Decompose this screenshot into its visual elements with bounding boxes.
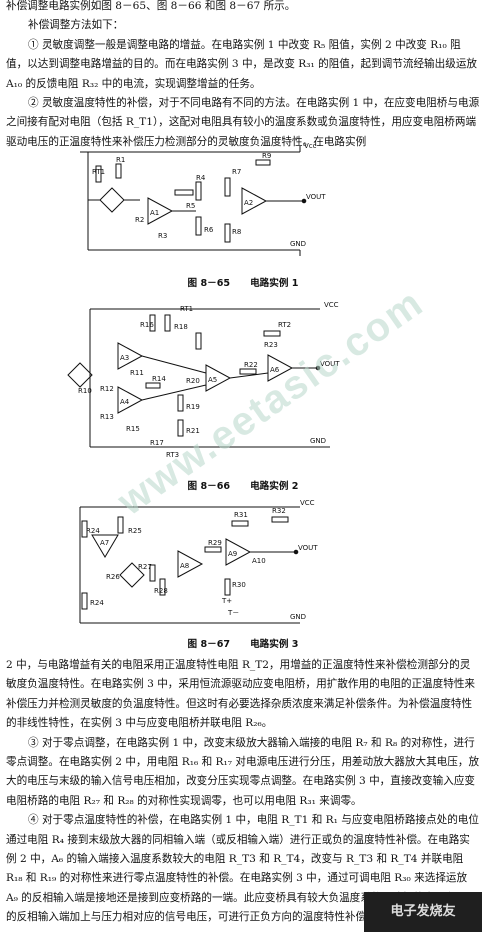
label-vcc: VCC — [324, 301, 339, 309]
label-r24-top: R24 — [86, 527, 100, 535]
label-vout: VOUT — [320, 360, 340, 368]
label-r31: R31 — [234, 511, 248, 519]
circuit-diagram-3: R24 R25 A7 R26 R27 R28 R24 A8 R29 A9 R30… — [79, 499, 318, 624]
figure-number-1: 图 8－65 — [187, 278, 231, 289]
label-r24: R24 — [90, 599, 104, 607]
label-t-minus: T－ — [227, 609, 239, 617]
intro-line-1: 补偿调整电路实例如图 8－65、图 8－66 和图 8－67 所示。 — [6, 0, 296, 12]
label-r21: R21 — [186, 427, 200, 435]
label-a6: A6 — [270, 366, 280, 374]
circuit-diagram-2: RT1 R16 R18 RT2 R23 A3 R11 R10 R12 A4 R1… — [67, 301, 340, 459]
figure-caption-2: 图 8－66 电路实例 2 — [0, 478, 486, 492]
label-a10: A10 — [252, 557, 266, 565]
label-r7: R7 — [232, 168, 241, 176]
paragraph-zero-adjustment: ③ 对于零点调整，在电路实例 1 中，改变末级放大器输入端接的电阻 R₇ 和 R… — [6, 736, 480, 807]
label-gnd: GND — [310, 437, 326, 445]
label-gnd: GND — [290, 613, 306, 621]
label-r3: R3 — [158, 232, 167, 240]
label-vout: VOUT — [306, 193, 326, 201]
label-r22: R22 — [244, 361, 258, 369]
figure-title-3: 电路实例 3 — [250, 639, 299, 650]
label-rt1: RT1 — [180, 305, 193, 313]
label-a4: A4 — [120, 398, 130, 406]
label-rt3: RT3 — [166, 451, 179, 459]
label-r6: R6 — [204, 226, 214, 234]
label-r11: R11 — [130, 369, 144, 377]
label-r15: R15 — [126, 425, 140, 433]
label-r1: R1 — [116, 156, 125, 164]
label-a9: A9 — [228, 550, 237, 558]
figure-title-2: 电路实例 2 — [250, 481, 299, 492]
label-rt1: RT1 — [92, 168, 105, 176]
intro-block: 补偿调整电路实例如图 8－65、图 8－66 和图 8－67 所示。 补偿调整方… — [6, 0, 480, 152]
label-r9: R9 — [262, 152, 271, 160]
intro-line-2: 补偿调整方法如下： — [28, 19, 124, 32]
label-r28: R28 — [154, 587, 168, 595]
label-r17: R17 — [150, 439, 164, 447]
label-r8: R8 — [232, 228, 241, 236]
label-r23: R23 — [264, 341, 278, 349]
label-r27: R27 — [138, 563, 152, 571]
paragraph-sensitivity-adjustment: ① 灵敏度调整一般是调整电路的增益。在电路实例 1 中改变 R₅ 阻值，实例 2… — [6, 38, 478, 90]
label-r5: R5 — [186, 202, 195, 210]
figure-caption-3: 图 8－67 电路实例 3 — [0, 636, 486, 650]
paragraph-sensitivity-temperature-cont: 2 中，与电路增益有关的电阻采用正温度特性电阻 R_T2，用增益的正温度特性来补… — [6, 659, 476, 730]
circuit-diagram-1: RT1 R1 A1 R2 R3 R4 R5 R6 R7 R8 R9 A2 Vcc… — [80, 142, 326, 256]
label-r19: R19 — [186, 403, 200, 411]
label-t-plus: T+ — [221, 597, 232, 605]
label-r12: R12 — [100, 385, 114, 393]
label-vcc: Vcc — [304, 142, 317, 150]
label-r30: R30 — [232, 581, 246, 589]
label-a5: A5 — [208, 376, 217, 384]
label-gnd: GND — [290, 240, 306, 248]
label-vcc: VCC — [300, 499, 315, 507]
label-r13: R13 — [100, 413, 114, 421]
paragraph-sensitivity-temperature: ② 灵敏度温度特性的补偿，对于不同电路有不同的方法。在电路实例 1 中，在应变电… — [6, 97, 480, 148]
label-r20: R20 — [186, 377, 200, 385]
label-r29: R29 — [208, 539, 222, 547]
label-vout: VOUT — [298, 544, 318, 552]
label-r4: R4 — [196, 174, 206, 182]
label-r16: R16 — [140, 321, 154, 329]
label-a8: A8 — [180, 562, 189, 570]
label-a7: A7 — [100, 539, 109, 547]
label-r10: R10 — [78, 387, 92, 395]
label-r26: R26 — [106, 573, 120, 581]
label-r14: R14 — [152, 375, 166, 383]
figure-title-1: 电路实例 1 — [250, 278, 299, 289]
label-a3: A3 — [120, 354, 129, 362]
continuation-block: 2 中，与电路增益有关的电阻采用正温度特性电阻 R_T2，用增益的正温度特性来补… — [6, 656, 480, 928]
label-r32: R32 — [272, 507, 286, 515]
label-rt2: RT2 — [278, 321, 291, 329]
label-r25: R25 — [128, 527, 142, 535]
site-logo: 电子发烧友 — [364, 892, 482, 932]
label-r2: R2 — [135, 216, 144, 224]
paragraph-zero-temperature: ④ 对于零点温度特性的补偿，在电路实例 1 中，电阻 R_T1 和 R₁ 与应变… — [6, 814, 479, 924]
label-a2: A2 — [244, 199, 253, 207]
figure-number-2: 图 8－66 — [187, 481, 231, 492]
figure-number-3: 图 8－67 — [187, 639, 231, 650]
label-r18: R18 — [174, 323, 188, 331]
label-a1: A1 — [150, 209, 159, 217]
figure-caption-1: 图 8－65 电路实例 1 — [0, 275, 486, 289]
